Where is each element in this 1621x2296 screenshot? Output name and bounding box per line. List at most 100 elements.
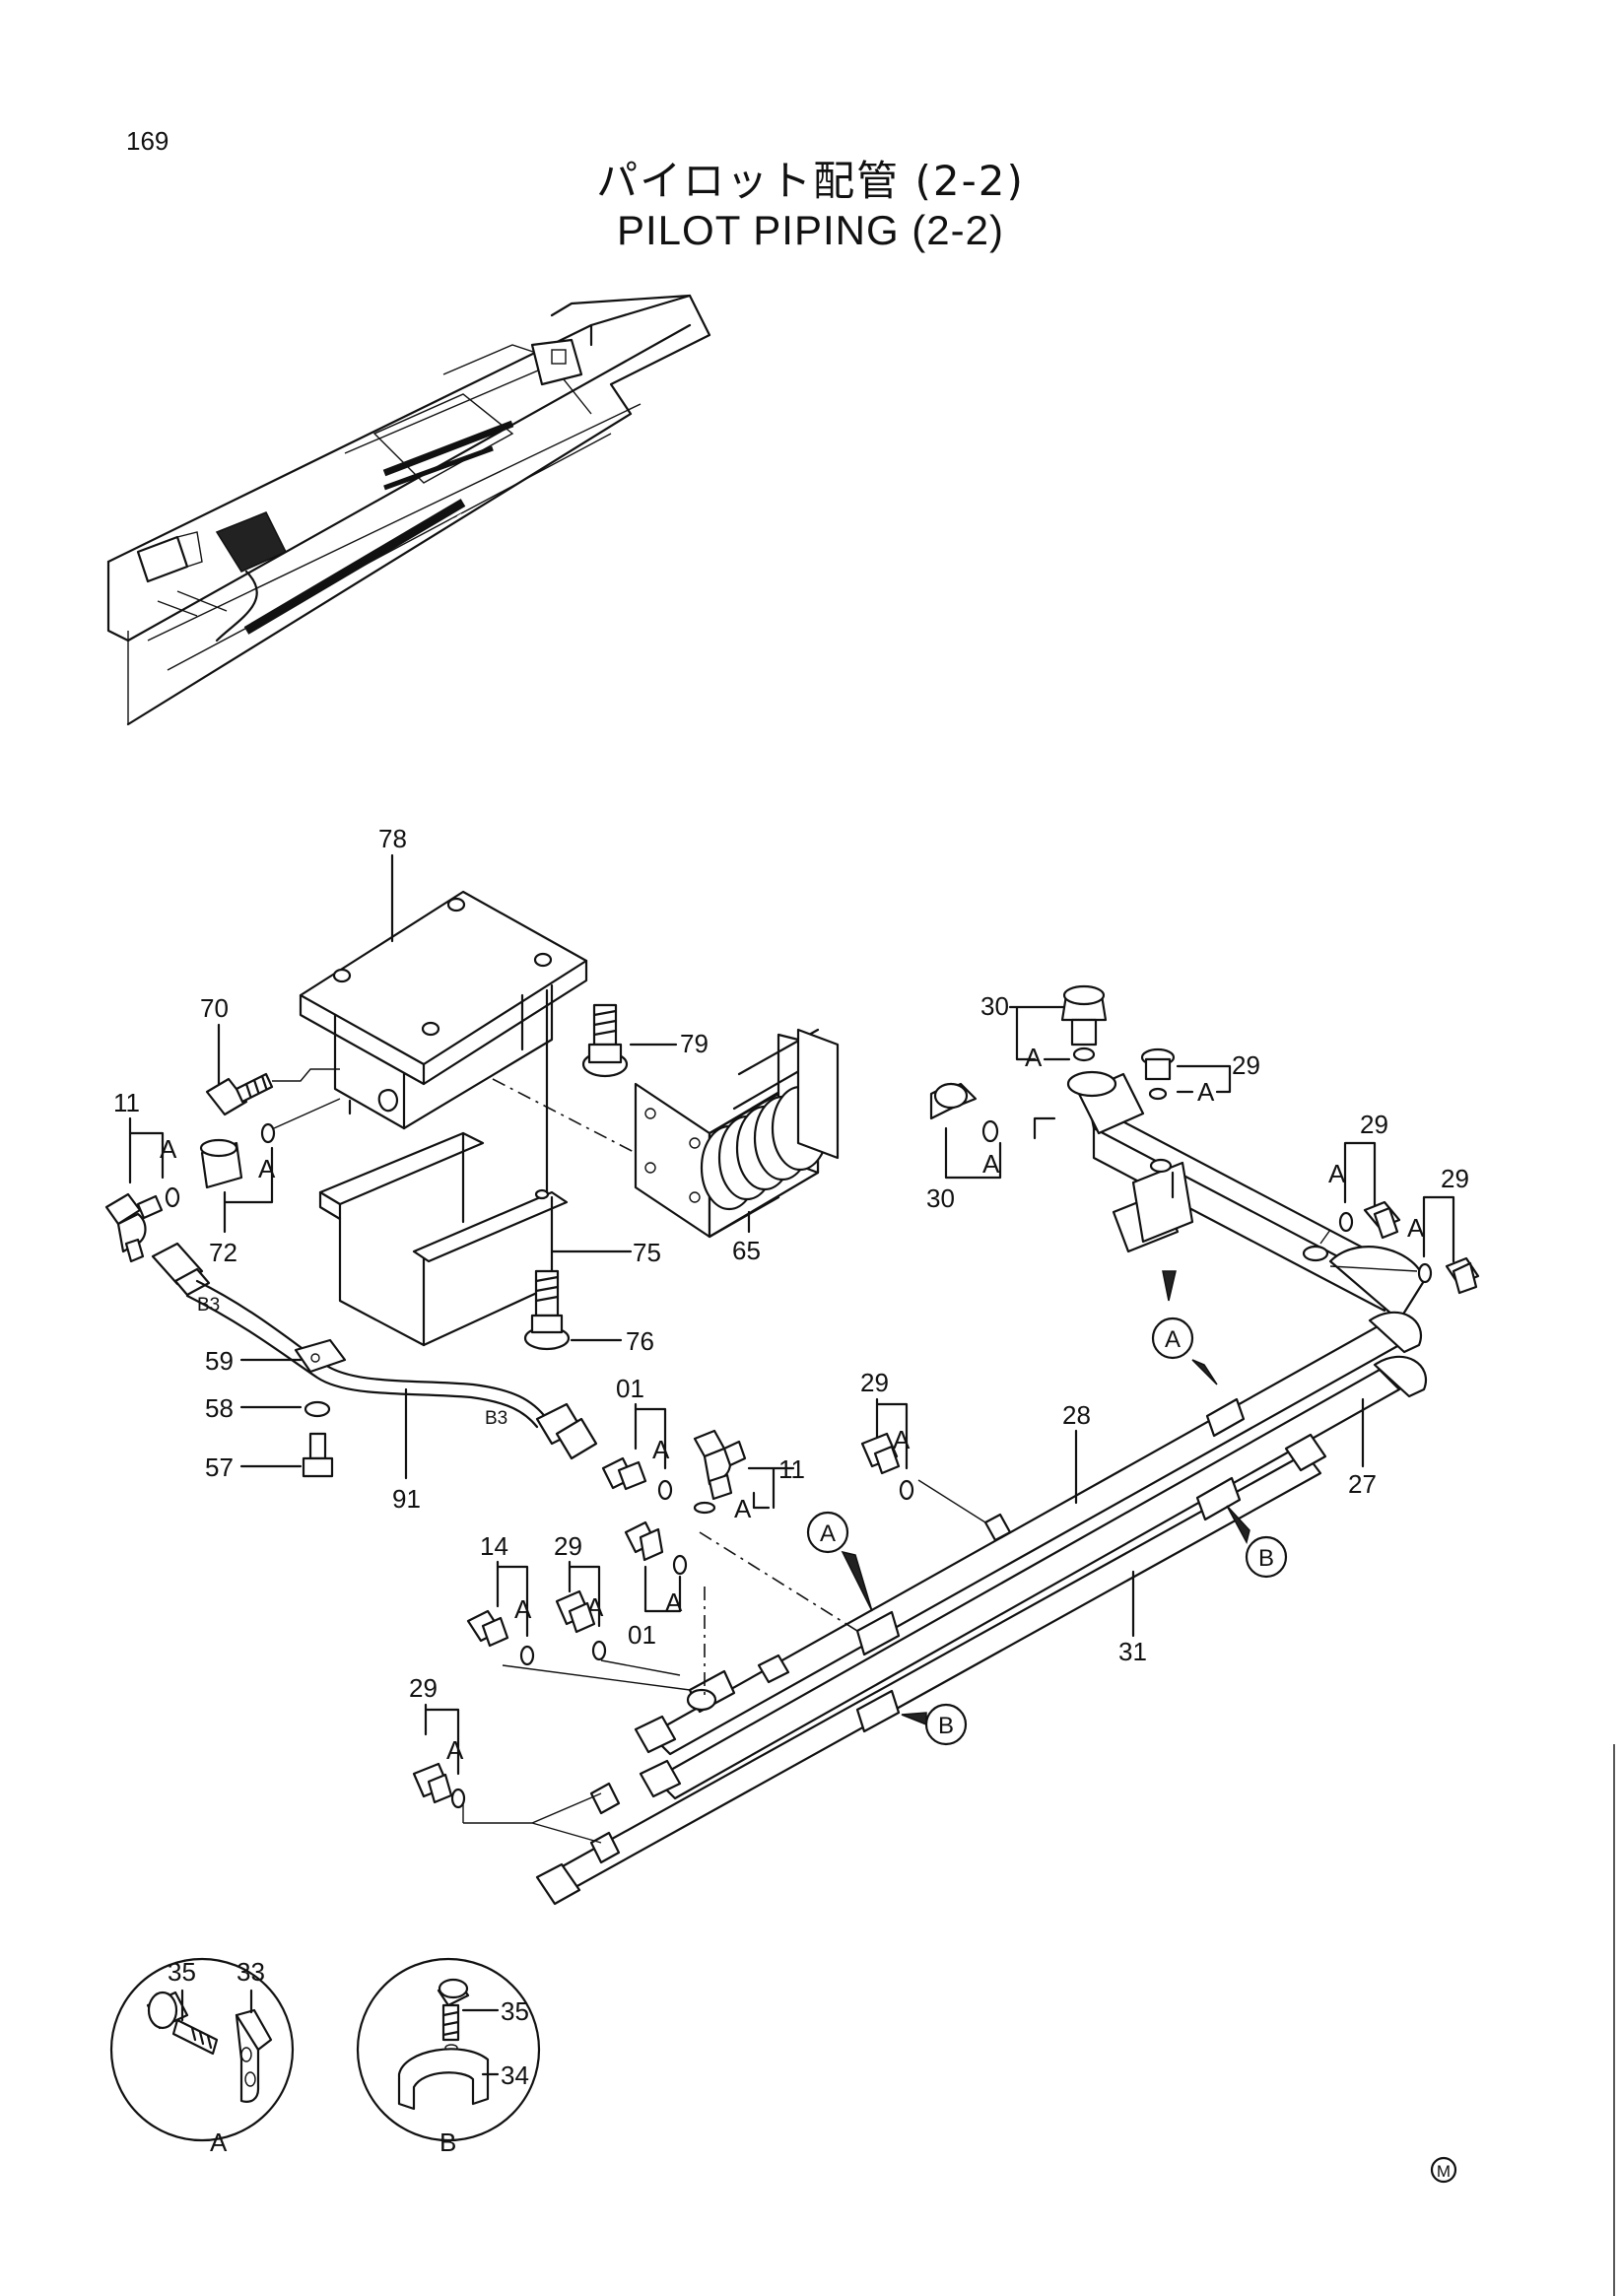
letter-a-29-right-b: A <box>1407 1213 1425 1243</box>
letter-a-29-lowerleft: A <box>446 1735 464 1765</box>
o-ring-72 <box>260 1122 276 1144</box>
title-japanese: パイロット配管 (2-2) <box>596 157 1025 205</box>
o-ring-01-upper <box>657 1479 673 1501</box>
callout-01-upper: 01 <box>616 1374 644 1403</box>
part-29-plug-lowerleft[interactable] <box>412 1762 453 1804</box>
part-59-clip[interactable] <box>294 1338 347 1374</box>
detail-b-view <box>356 1957 541 2142</box>
o-ring-11-left <box>165 1186 180 1208</box>
callout-29-upper: 29 <box>1232 1050 1260 1080</box>
callout-78: 78 <box>378 824 407 853</box>
part-30-plug-upper[interactable] <box>1060 984 1108 1047</box>
part-01-adapter-upper[interactable] <box>601 1456 647 1491</box>
callout-11-left: 11 <box>113 1088 140 1117</box>
leader-29-lower-conn <box>462 1792 602 1844</box>
part-29-plug-upper[interactable] <box>1140 1047 1176 1081</box>
machine-overview-illustration <box>106 294 711 726</box>
part-29-plug-leftmid[interactable] <box>555 1589 596 1634</box>
letter-a-14: A <box>514 1594 532 1624</box>
part-31-pipe[interactable] <box>535 1433 1327 1906</box>
part-91-hose[interactable] <box>151 1242 598 1460</box>
callout-27: 27 <box>1348 1469 1377 1499</box>
part-57-bolt[interactable] <box>302 1432 334 1478</box>
o-ring-29-upper <box>1148 1087 1168 1101</box>
page-number: 169 <box>126 126 169 156</box>
callout-29-leftmid: 29 <box>554 1531 582 1561</box>
letter-b3-hose-left: B3 <box>197 1295 220 1316</box>
leader-29-right-b <box>1422 1195 1455 1263</box>
callout-29-right-b: 29 <box>1441 1164 1469 1193</box>
callout-70: 70 <box>200 993 229 1023</box>
letter-a-29-right-a: A <box>1328 1159 1346 1188</box>
o-ring-11-right <box>693 1501 716 1515</box>
part-01-adapter-lower[interactable] <box>624 1520 664 1562</box>
leader-29-right-b-tail <box>1329 1265 1418 1272</box>
callout-59: 59 <box>205 1346 234 1376</box>
part-27-pipe[interactable] <box>653 1311 1427 1800</box>
callout-33: 33 <box>236 1957 265 1987</box>
leader-29-conn <box>600 1659 681 1676</box>
manifold-upper-assembly <box>1066 1070 1426 1322</box>
callout-29-right-a: 29 <box>1360 1110 1388 1139</box>
part-29-plug-mid[interactable] <box>860 1432 901 1475</box>
detail-a-view <box>109 1957 295 2142</box>
callout-58: 58 <box>205 1393 234 1423</box>
leader-72 <box>223 1146 274 1234</box>
leader-29-lowerleft <box>424 1703 460 1776</box>
part-79-bolt[interactable] <box>581 1003 629 1078</box>
arrow-b-lower <box>901 1712 927 1726</box>
leader-29-leftmid <box>568 1560 601 1628</box>
letter-a-29-mid: A <box>893 1425 911 1454</box>
part-11-elbow-right[interactable] <box>693 1429 747 1501</box>
detail-ref-a-lower <box>806 1511 849 1554</box>
leader-29-upper <box>1176 1064 1232 1094</box>
detail-ref-a-upper <box>1151 1317 1194 1360</box>
callout-28: 28 <box>1062 1400 1091 1430</box>
leader-14-conn <box>502 1664 691 1691</box>
clamp-b-lower <box>855 1689 901 1733</box>
part-72-spacer[interactable] <box>199 1138 243 1189</box>
callout-29-lowerleft: 29 <box>409 1673 438 1703</box>
letter-a-01-lower: A <box>665 1587 683 1617</box>
letter-a-30-lower: A <box>982 1149 1000 1179</box>
part-76-bolt[interactable] <box>523 1269 571 1351</box>
part-65-resistor[interactable] <box>634 1028 840 1239</box>
leader-29-right-a-tail <box>1319 1229 1331 1245</box>
part-70-bolt[interactable] <box>205 1072 274 1116</box>
part-29-plug-right-a[interactable] <box>1363 1200 1401 1240</box>
letter-a-11-right: A <box>734 1494 752 1523</box>
callout-01-lower: 01 <box>628 1620 656 1650</box>
leader-30-upper <box>1008 1005 1066 1061</box>
callout-72: 72 <box>209 1238 237 1267</box>
part-75-bracket[interactable] <box>318 1131 569 1347</box>
callout-65: 65 <box>732 1236 761 1265</box>
o-ring-29-mid <box>899 1479 914 1501</box>
title-english: PILOT PIPING (2-2) <box>617 207 1004 253</box>
callout-91: 91 <box>392 1484 421 1514</box>
part-78-cover-plate[interactable] <box>299 890 588 1086</box>
o-ring-30-upper <box>1072 1047 1096 1062</box>
leader-29-mid-conn <box>917 1479 986 1523</box>
m-mark: M <box>1437 2162 1451 2181</box>
clamp-a-mid <box>1205 1397 1246 1438</box>
part-11-elbow-left[interactable] <box>104 1192 164 1263</box>
leader-01-lower <box>643 1565 682 1613</box>
o-ring-14 <box>519 1645 535 1666</box>
part-30-plug-lower[interactable] <box>929 1082 978 1120</box>
detail-ref-b-upper-label: B <box>1258 1545 1274 1572</box>
arrow-b-upper <box>1226 1505 1250 1545</box>
letter-a-01-upper: A <box>652 1435 670 1464</box>
part-29-plug-right-b[interactable] <box>1445 1256 1480 1295</box>
callout-35-detail-a: 35 <box>168 1957 196 1987</box>
part-58-washer[interactable] <box>304 1400 331 1418</box>
part-14-adapter[interactable] <box>466 1609 509 1648</box>
detail-b-label: B <box>439 2127 456 2157</box>
letter-a-30-upper: A <box>1025 1043 1043 1072</box>
letter-a-72: A <box>258 1154 276 1183</box>
part-28-pipe[interactable] <box>648 1323 1401 1756</box>
detail-ref-b-lower-label: B <box>938 1713 954 1739</box>
leader-01-upper <box>634 1402 667 1470</box>
m-mark-circle <box>1430 2156 1457 2184</box>
pipe-branch-stubs <box>589 1513 1012 1864</box>
